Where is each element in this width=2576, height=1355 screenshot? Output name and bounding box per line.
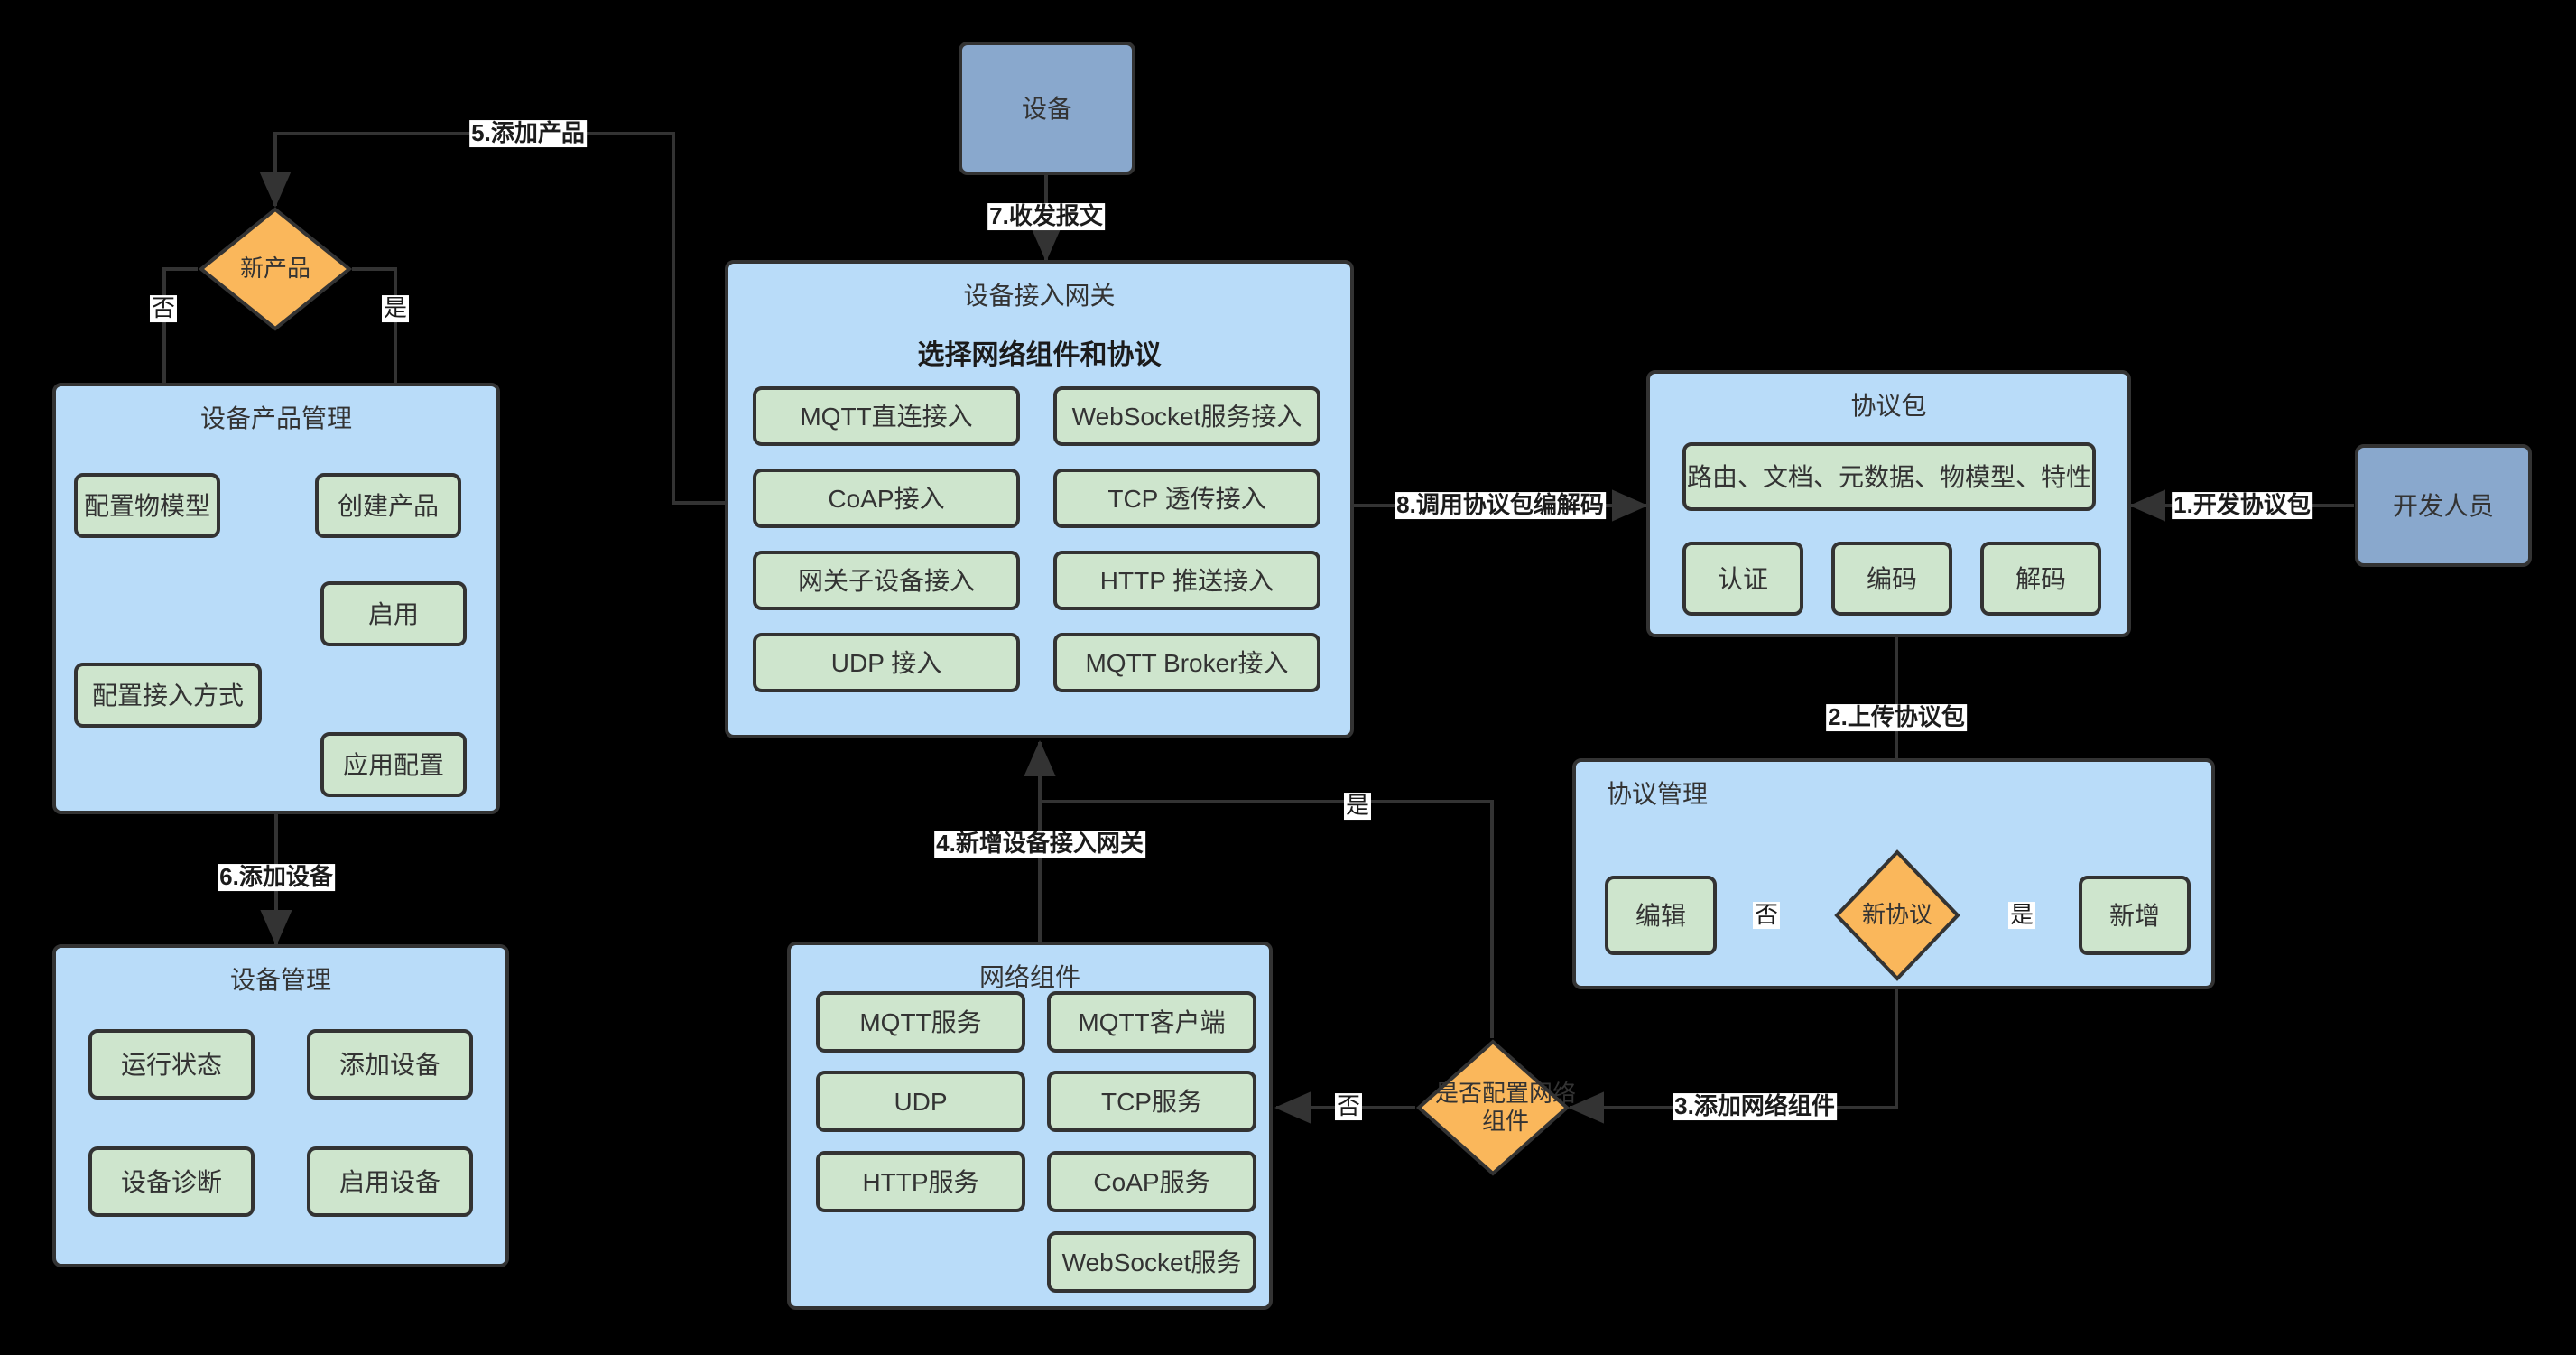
- node-websocket-service-access[interactable]: WebSocket服务接入: [1053, 386, 1320, 446]
- node-encode[interactable]: 编码: [1831, 542, 1952, 616]
- node-http-service-label: HTTP服务: [862, 1167, 979, 1196]
- node-mqtt-broker-access-label: MQTT Broker接入: [1085, 648, 1289, 677]
- node-apply-config[interactable]: 应用配置: [320, 732, 467, 797]
- decision-new-product-label: 新产品: [239, 255, 310, 283]
- edge-label-step4: 4.新增设备接入网关: [934, 830, 1145, 858]
- node-enable-device-label: 启用设备: [338, 1167, 440, 1196]
- decision-new-product-shape: [198, 207, 353, 331]
- access-gateway-subtitle: 选择网络组件和协议: [917, 340, 1162, 370]
- node-auth[interactable]: 认证: [1682, 542, 1803, 616]
- node-mqtt-direct-access[interactable]: MQTT直连接入: [753, 386, 1020, 446]
- node-create-product-label: 创建产品: [337, 491, 439, 520]
- node-enable[interactable]: 启用: [320, 581, 467, 646]
- container-network-components-title: 网络组件: [978, 963, 1080, 991]
- container-product-management-title: 设备产品管理: [199, 404, 352, 432]
- node-websocket-service-access-label: WebSocket服务接入: [1071, 402, 1302, 431]
- decision-configure-network-label: 是否配置网络组件: [1415, 1038, 1596, 1177]
- node-coap-access-label: CoAP接入: [828, 484, 945, 513]
- node-tcp-service[interactable]: TCP服务: [1047, 1071, 1256, 1132]
- node-gateway-subdevice-access[interactable]: 网关子设备接入: [753, 551, 1020, 610]
- node-device-diagnosis[interactable]: 设备诊断: [88, 1146, 255, 1217]
- node-http-service[interactable]: HTTP服务: [816, 1151, 1025, 1212]
- edge-add-network-component: [1568, 989, 1898, 1124]
- edge-label-newproduct-no: 否: [149, 294, 178, 322]
- edge-label-newprotocol-yes: 是: [2007, 901, 2036, 929]
- node-add-device-label: 添加设备: [338, 1050, 440, 1079]
- node-protocol-metadata[interactable]: 路由、文档、元数据、物模型、特性: [1682, 442, 2096, 511]
- edge-label-step5: 5.添加产品: [469, 119, 587, 147]
- node-websocket-service[interactable]: WebSocket服务: [1047, 1231, 1256, 1293]
- decision-new-protocol-shape: [1834, 849, 1960, 981]
- edge-label-step7: 7.收发报文: [987, 202, 1105, 230]
- node-gateway-subdevice-access-label: 网关子设备接入: [797, 566, 975, 595]
- node-mqtt-client[interactable]: MQTT客户端: [1047, 991, 1256, 1053]
- node-enable-device[interactable]: 启用设备: [307, 1146, 473, 1217]
- node-create-product[interactable]: 创建产品: [315, 473, 461, 538]
- container-device-management[interactable]: 设备管理: [52, 944, 509, 1267]
- node-udp-access-label: UDP 接入: [830, 648, 942, 677]
- decision-new-product[interactable]: 新产品: [198, 206, 353, 332]
- edge-label-network-yes: 是: [1343, 792, 1372, 820]
- decision-configure-network[interactable]: 是否配置网络组件: [1415, 1038, 1576, 1177]
- node-decode[interactable]: 解码: [1980, 542, 2101, 616]
- node-udp[interactable]: UDP: [816, 1071, 1025, 1132]
- node-developer-actor[interactable]: 开发人员: [2355, 444, 2532, 567]
- node-mqtt-direct-access-label: MQTT直连接入: [800, 402, 973, 431]
- node-add-device[interactable]: 添加设备: [307, 1029, 473, 1100]
- edge-label-step3: 3.添加网络组件: [1673, 1092, 1837, 1120]
- node-device-actor-label: 设备: [1021, 94, 1072, 123]
- node-protocol-edit[interactable]: 编辑: [1605, 876, 1717, 955]
- node-run-status[interactable]: 运行状态: [88, 1029, 255, 1100]
- node-mqtt-broker-access[interactable]: MQTT Broker接入: [1053, 633, 1320, 692]
- edge-label-step8: 8.调用协议包编解码: [1395, 491, 1606, 519]
- edge-label-step1: 1.开发协议包: [2172, 491, 2312, 519]
- edge-label-step2: 2.上传协议包: [1826, 703, 1967, 731]
- node-tcp-transparent-access-label: TCP 透传接入: [1107, 484, 1266, 513]
- node-protocol-edit-label: 编辑: [1635, 901, 1686, 930]
- container-protocol-package-title: 协议包: [1850, 392, 1927, 420]
- node-protocol-add-label: 新增: [2108, 901, 2160, 930]
- node-udp-label: UDP: [894, 1087, 948, 1116]
- node-coap-service[interactable]: CoAP服务: [1047, 1151, 1256, 1212]
- node-mqtt-client-label: MQTT客户端: [1078, 1007, 1226, 1036]
- node-protocol-metadata-label: 路由、文档、元数据、物模型、特性: [1686, 462, 2091, 491]
- node-http-push-access-label: HTTP 推送接入: [1099, 566, 1274, 595]
- decision-new-protocol-label: 新协议: [1861, 901, 1932, 929]
- node-mqtt-service-label: MQTT服务: [859, 1007, 982, 1036]
- node-configure-access-mode[interactable]: 配置物模型 配置接入方式: [74, 663, 262, 728]
- node-enable-label: 启用: [367, 599, 419, 628]
- decision-new-protocol[interactable]: 新协议: [1833, 849, 1961, 982]
- node-apply-config-label: 应用配置: [342, 750, 444, 779]
- node-configure-access-mode-text: 配置接入方式: [91, 681, 244, 710]
- node-device-actor[interactable]: 设备: [959, 42, 1135, 175]
- decision-configure-network-shape: [1415, 1039, 1571, 1176]
- node-udp-access[interactable]: UDP 接入: [753, 633, 1020, 692]
- node-tcp-service-label: TCP服务: [1100, 1087, 1202, 1116]
- node-configure-thing-model[interactable]: 配置物模型: [74, 473, 220, 538]
- node-coap-service-label: CoAP服务: [1093, 1167, 1210, 1196]
- container-device-management-title: 设备管理: [229, 966, 331, 994]
- edge-label-newproduct-yes: 是: [381, 294, 410, 322]
- node-developer-actor-label: 开发人员: [2392, 491, 2494, 520]
- node-encode-label: 编码: [1866, 564, 1917, 593]
- edge-label-network-no: 否: [1334, 1092, 1363, 1120]
- edge-label-step6: 6.添加设备: [218, 863, 335, 891]
- container-protocol-management-title: 协议管理: [1607, 780, 1709, 808]
- node-configure-thing-model-label: 配置物模型: [83, 491, 210, 520]
- node-tcp-transparent-access[interactable]: TCP 透传接入: [1053, 469, 1320, 528]
- node-mqtt-service[interactable]: MQTT服务: [816, 991, 1025, 1053]
- edge-label-newprotocol-no: 否: [1752, 901, 1781, 929]
- node-auth-label: 认证: [1717, 564, 1768, 593]
- node-device-diagnosis-label: 设备诊断: [120, 1167, 222, 1196]
- container-access-gateway-title: 设备接入网关: [963, 282, 1116, 310]
- decision-configure-network-text: 是否配置网络组件: [1434, 1079, 1576, 1135]
- node-http-push-access[interactable]: HTTP 推送接入: [1053, 551, 1320, 610]
- node-websocket-service-label: WebSocket服务: [1061, 1248, 1242, 1276]
- node-decode-label: 解码: [2015, 564, 2066, 593]
- node-run-status-label: 运行状态: [120, 1050, 222, 1079]
- node-protocol-add[interactable]: 新增: [2079, 876, 2191, 955]
- node-coap-access[interactable]: CoAP接入: [753, 469, 1020, 528]
